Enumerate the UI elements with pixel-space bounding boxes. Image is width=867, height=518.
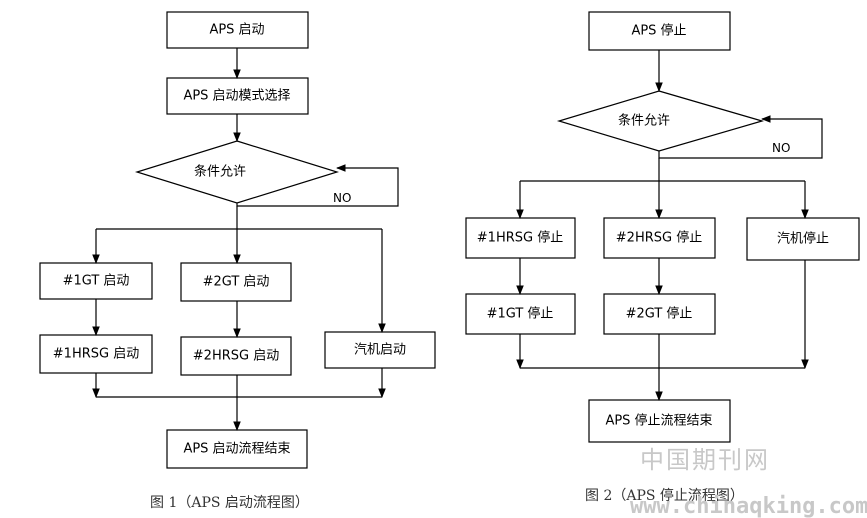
fig1-node-hrsg2-start: #2HRSG 启动 — [180, 336, 292, 376]
watermark-site-name: 中国期刊网 — [640, 446, 770, 474]
fig2-node-steam-turbine-stop: 汽机停止 — [746, 217, 860, 261]
fig2-node-end: APS 停止流程结束 — [588, 399, 731, 443]
fig1-node-condition-decision: 条件允许 — [134, 140, 340, 204]
fig2-no-label: NO — [772, 141, 790, 155]
fig2-node-condition-decision: 条件允许 — [556, 90, 765, 152]
watermark-url: www.chinaqking.com — [630, 494, 867, 518]
fig1-node-gt1-start: #1GT 启动 — [39, 262, 153, 300]
svg-text:#2HRSG 停止: #2HRSG 停止 — [616, 230, 702, 246]
fig1-caption: 图 1（APS 启动流程图） — [150, 495, 309, 511]
svg-text:#1GT 停止: #1GT 停止 — [487, 306, 554, 322]
fig2-node-gt1-stop: #1GT 停止 — [465, 293, 576, 335]
svg-text:APS 停止流程结束: APS 停止流程结束 — [605, 413, 712, 429]
fig1-edges: NO — [92, 48, 399, 431]
figure2-shut-down-flowchart: APS 停止 条件允许 #1HRSG 停止 #2HRSG 停止 汽机停止 #1G… — [465, 11, 860, 504]
fig2-node-hrsg2-stop: #2HRSG 停止 — [603, 217, 716, 259]
fig2-node-aps-stop: APS 停止 — [588, 11, 731, 51]
svg-text:APS 启动: APS 启动 — [209, 23, 264, 38]
svg-text:#2GT 停止: #2GT 停止 — [626, 306, 693, 322]
figure1-start-up-flowchart: APS 启动 APS 启动模式选择 条件允许 #1GT 启动 #2GT 启动 #… — [39, 11, 436, 511]
fig1-edge-no-loop — [236, 164, 399, 207]
fig2-caption: 图 2（APS 停止流程图） — [585, 487, 744, 504]
svg-text:#2GT 启动: #2GT 启动 — [203, 275, 270, 290]
fig2-edges: NO — [516, 50, 823, 401]
svg-text:APS 启动模式选择: APS 启动模式选择 — [183, 89, 290, 104]
fig2-node-gt2-stop: #2GT 停止 — [603, 293, 716, 335]
fig1-node-hrsg1-start: #1HRSG 启动 — [39, 334, 153, 374]
svg-text:APS 停止: APS 停止 — [631, 23, 686, 39]
svg-text:#1HRSG 启动: #1HRSG 启动 — [53, 347, 139, 362]
svg-text:#1GT 启动: #1GT 启动 — [63, 274, 130, 289]
fig2-node-hrsg1-stop: #1HRSG 停止 — [465, 217, 576, 259]
svg-text:汽机停止: 汽机停止 — [777, 231, 829, 247]
fig1-node-steam-turbine-start: 汽机启动 — [324, 331, 436, 369]
svg-text:#2HRSG 启动: #2HRSG 启动 — [193, 349, 279, 364]
fig1-node-gt2-start: #2GT 启动 — [180, 262, 292, 302]
svg-text:APS 启动流程结束: APS 启动流程结束 — [183, 442, 290, 457]
fig1-node-aps-start: APS 启动 — [166, 11, 309, 49]
svg-text:条件允许: 条件允许 — [194, 164, 246, 180]
fig1-node-mode-select: APS 启动模式选择 — [166, 77, 309, 115]
fig1-no-label: NO — [333, 191, 351, 205]
svg-text:汽机启动: 汽机启动 — [354, 343, 406, 358]
svg-text:条件允许: 条件允许 — [618, 113, 670, 129]
fig1-node-end: APS 启动流程结束 — [166, 429, 308, 469]
svg-text:#1HRSG 停止: #1HRSG 停止 — [477, 230, 563, 246]
fig2-edge-no-loop — [658, 115, 823, 159]
